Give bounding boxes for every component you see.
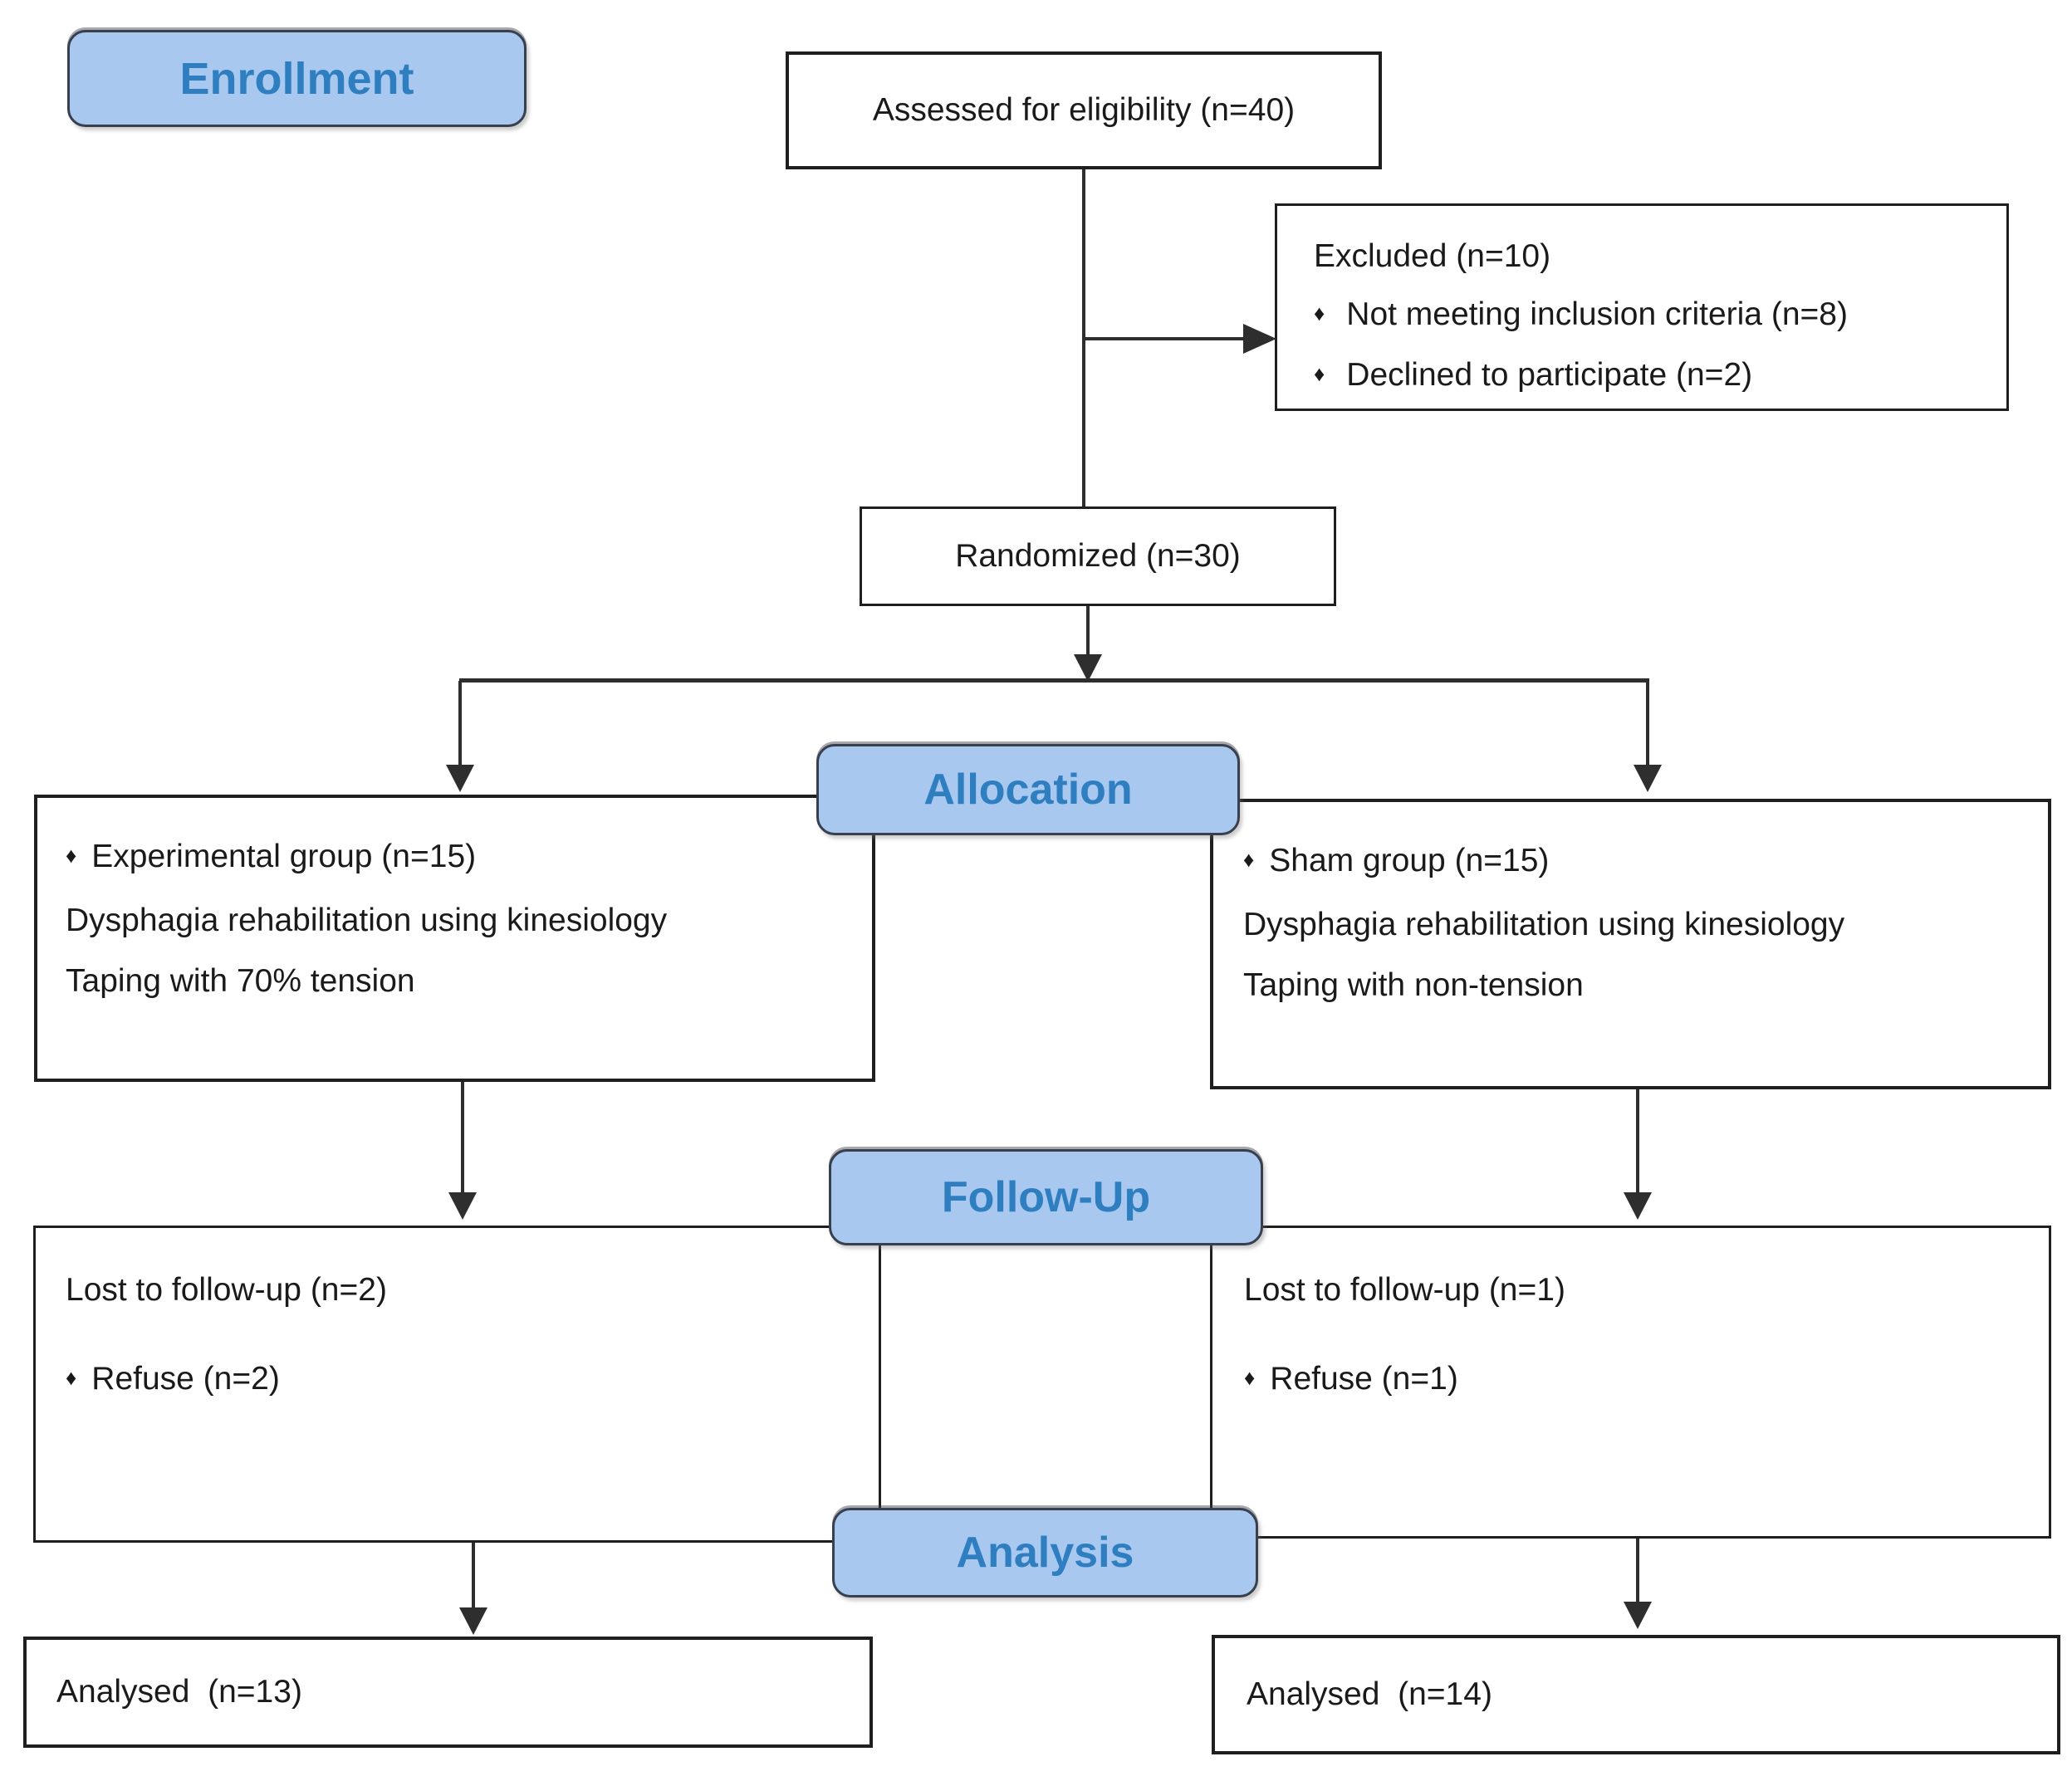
randomized-box: Randomized (n=30) — [860, 506, 1336, 606]
branch-left-vertical — [458, 681, 462, 766]
excluded-item: ♦ Declined to participate (n=2) — [1314, 346, 1990, 407]
stage-analysis: Analysis — [832, 1508, 1258, 1598]
allocation-right-box: ♦ Sham group (n=15) Dysphagia rehabilitat… — [1210, 799, 2051, 1089]
diamond-bullet-icon: ♦ — [1243, 847, 1255, 872]
diamond-bullet-icon: ♦ — [66, 843, 77, 868]
stage-analysis-label: Analysis — [956, 1529, 1134, 1577]
assessed-box: Assessed for eligibility (n=40) — [786, 51, 1382, 169]
excluded-item-text: Declined to participate (n=2) — [1346, 357, 1753, 393]
arrowhead-allocation-left-icon — [446, 765, 474, 792]
connector-followup-left-to-analysed — [472, 1542, 475, 1609]
arrowhead-branch-icon — [1074, 654, 1102, 682]
assessed-text: Assessed for eligibility (n=40) — [872, 91, 1296, 128]
connector-randomized-to-branch — [1086, 605, 1090, 657]
allocation-right-group: ♦ Sham group (n=15) — [1243, 830, 2035, 894]
followup-right-refuse: ♦ Refuse (n=1) — [1244, 1348, 2035, 1412]
diamond-bullet-icon: ♦ — [1314, 361, 1325, 386]
arrowhead-followup-right-icon — [1624, 1192, 1652, 1220]
allocation-left-line: Dysphagia rehabilitation using kinesiolo… — [66, 903, 668, 938]
stage-followup-label: Follow-Up — [941, 1173, 1151, 1221]
diamond-bullet-icon: ♦ — [1314, 301, 1325, 325]
diamond-bullet-icon: ♦ — [1244, 1365, 1256, 1390]
stage-enrollment: Enrollment — [67, 30, 527, 127]
analysed-right-box: Analysed (n=14) — [1212, 1635, 2060, 1754]
branch-horizontal — [459, 678, 1649, 683]
analysed-left-text: Analysed (n=13) — [56, 1673, 302, 1710]
excluded-title: Excluded (n=10) — [1314, 238, 1551, 274]
branch-right-vertical — [1646, 681, 1649, 766]
connector-alloc-right-to-followup — [1636, 1089, 1639, 1194]
analysed-right-text: Analysed (n=14) — [1247, 1676, 1492, 1712]
followup-right-refuse-text: Refuse (n=1) — [1270, 1361, 1458, 1397]
followup-left-refuse-text: Refuse (n=2) — [91, 1361, 280, 1397]
allocation-right-group-text: Sham group (n=15) — [1269, 843, 1550, 878]
arrowhead-allocation-right-icon — [1634, 765, 1662, 792]
arrowhead-excluded-icon — [1243, 324, 1276, 354]
stage-allocation: Allocation — [816, 744, 1240, 835]
allocation-left-group-text: Experimental group (n=15) — [91, 839, 477, 874]
stage-followup: Follow-Up — [829, 1149, 1263, 1245]
followup-left-refuse: ♦ Refuse (n=2) — [66, 1348, 865, 1412]
arrowhead-analysed-left-icon — [459, 1607, 487, 1635]
excluded-item-text: Not meeting inclusion criteria (n=8) — [1346, 296, 1848, 332]
diamond-bullet-icon: ♦ — [66, 1365, 77, 1390]
excluded-box: Excluded (n=10) ♦ Not meeting inclusion c… — [1275, 203, 2009, 411]
allocation-right-line: Taping with non-tension — [1243, 967, 1584, 1003]
excluded-item: ♦ Not meeting inclusion criteria (n=8) — [1314, 286, 1990, 346]
allocation-left-line: Taping with 70% tension — [66, 963, 415, 999]
allocation-left-group: ♦ Experimental group (n=15) — [66, 826, 859, 890]
connector-excluded-branch — [1082, 337, 1245, 340]
arrowhead-analysed-right-icon — [1624, 1602, 1652, 1629]
stage-enrollment-label: Enrollment — [179, 53, 414, 104]
followup-right-title: Lost to follow-up (n=1) — [1244, 1272, 1565, 1308]
connector-followup-right-to-analysed — [1636, 1537, 1639, 1603]
allocation-left-box: ♦ Experimental group (n=15) Dysphagia reh… — [34, 795, 875, 1082]
allocation-right-line: Dysphagia rehabilitation using kinesiolo… — [1243, 907, 1845, 942]
analysed-left-box: Analysed (n=13) — [23, 1637, 873, 1748]
followup-right-box: Lost to follow-up (n=1) ♦ Refuse (n=1) — [1210, 1226, 2051, 1539]
followup-left-box: Lost to follow-up (n=2) ♦ Refuse (n=2) — [33, 1226, 881, 1543]
connector-alloc-left-to-followup — [461, 1081, 464, 1194]
followup-left-title: Lost to follow-up (n=2) — [66, 1272, 387, 1308]
arrowhead-followup-left-icon — [448, 1192, 477, 1220]
randomized-text: Randomized (n=30) — [955, 537, 1241, 574]
stage-allocation-label: Allocation — [923, 766, 1133, 814]
